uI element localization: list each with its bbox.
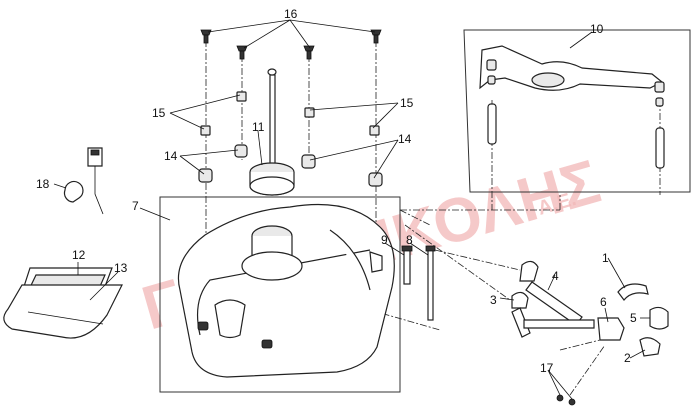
fuel-cap — [249, 68, 295, 196]
fuel-sender — [63, 147, 104, 215]
fuel-tank — [177, 203, 395, 378]
grommets-14 — [198, 144, 383, 187]
callout-2: 2 — [624, 351, 631, 365]
callout-15b: 15 — [400, 96, 414, 110]
bolt-icon — [236, 45, 248, 60]
callout-1: 1 — [602, 251, 609, 265]
callout-14a: 14 — [164, 149, 178, 163]
callout-12: 12 — [72, 248, 86, 262]
fuel-hoses — [511, 260, 669, 357]
callout-15a: 15 — [152, 106, 166, 120]
callouts: 1 2 3 4 5 6 7 8 9 10 11 12 13 14 14 15 1… — [36, 7, 637, 375]
callout-14b: 14 — [398, 132, 412, 146]
leader-lines — [53, 19, 650, 400]
callout-17: 17 — [540, 361, 554, 375]
callout-13: 13 — [114, 261, 128, 275]
callout-5: 5 — [630, 311, 637, 325]
bolts-16 — [200, 29, 382, 60]
callout-16: 16 — [284, 7, 298, 21]
bolt-icon — [200, 29, 212, 44]
screws-8-9 — [401, 245, 436, 321]
callout-4: 4 — [552, 269, 559, 283]
callout-7: 7 — [132, 199, 139, 213]
callout-10: 10 — [590, 22, 604, 36]
callout-3: 3 — [490, 293, 497, 307]
tank-bracket — [479, 45, 665, 169]
tank-frame — [159, 196, 401, 393]
bolt-icon — [370, 29, 382, 44]
tank-pads — [3, 267, 123, 339]
bracket-frame — [463, 29, 691, 193]
callout-8: 8 — [406, 233, 413, 247]
callout-18: 18 — [36, 177, 50, 191]
clips-17 — [556, 394, 576, 406]
callout-11: 11 — [252, 120, 265, 134]
bolt-icon — [303, 45, 315, 60]
callout-6: 6 — [600, 295, 607, 309]
callout-9: 9 — [381, 233, 388, 247]
